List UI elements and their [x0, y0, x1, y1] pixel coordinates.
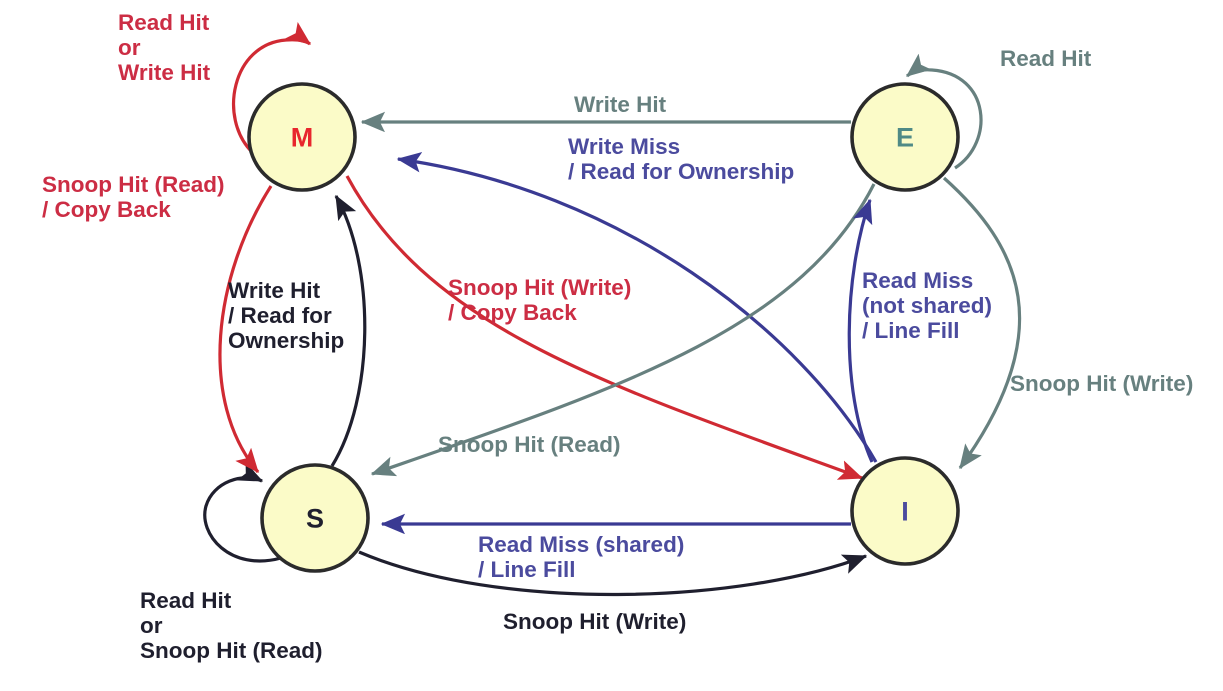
edge-label-s-to-m: Write Hit / Read for Ownership [228, 278, 345, 353]
edge-label-i-to-e: Read Miss (not shared) / Line Fill [862, 268, 993, 343]
edge-label-m-to-s: Snoop Hit (Read) / Copy Back [42, 172, 225, 222]
edge-label-e-to-m: Write Hit [574, 92, 667, 117]
edge-m-to-i [345, 175, 864, 480]
edge-s-to-i [358, 550, 868, 597]
edge-label-e-to-i: Snoop Hit (Write) [1010, 371, 1194, 396]
edge-m-to-s [218, 185, 273, 474]
edge-e-to-s [370, 183, 876, 477]
edge-label-i-to-m: Write Miss / Read for Ownership [568, 134, 795, 184]
edge-label-m-self: Read Hit or Write Hit [118, 10, 211, 85]
edge-e-to-i [942, 176, 1022, 470]
edge-m-self [231, 21, 312, 154]
edge-s-self [203, 461, 282, 563]
edge-e-self [906, 53, 983, 170]
edge-label-s-self: Read Hit or Snoop Hit (Read) [140, 588, 323, 663]
edge-i-to-m [396, 152, 878, 463]
edge-label-e-self: Read Hit [1000, 46, 1092, 71]
edge-label-m-to-i: Snoop Hit (Write) / Copy Back [448, 275, 632, 325]
state-node-e[interactable] [850, 82, 960, 192]
edge-i-to-e [847, 198, 874, 463]
edge-label-s-to-i: Snoop Hit (Write) [503, 609, 687, 634]
state-node-i[interactable] [850, 456, 960, 566]
edge-label-e-to-s: Snoop Hit (Read) [438, 432, 621, 457]
edge-s-to-m [330, 194, 367, 467]
state-node-s[interactable] [260, 463, 370, 573]
state-node-m[interactable] [247, 82, 357, 192]
edge-label-i-to-s: Read Miss (shared) / Line Fill [478, 532, 685, 582]
